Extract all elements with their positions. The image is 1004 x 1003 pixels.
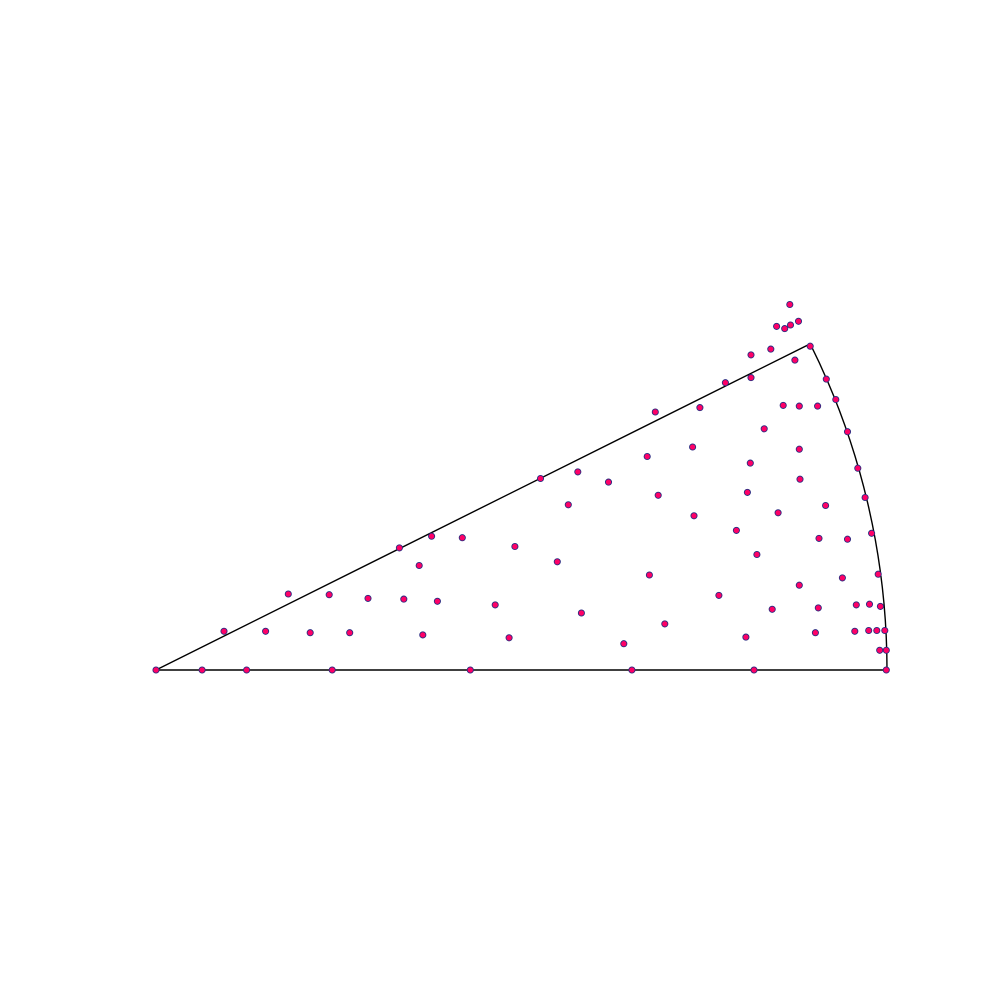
data-point <box>822 501 830 510</box>
data-point <box>643 452 651 461</box>
data-point <box>795 581 803 589</box>
data-point <box>654 491 662 499</box>
data-point <box>854 464 862 472</box>
data-point <box>874 570 882 578</box>
data-point <box>786 321 795 329</box>
data-point <box>838 574 846 582</box>
data-point <box>882 666 890 674</box>
data-point <box>458 534 466 542</box>
data-point <box>415 561 423 570</box>
data-point <box>742 633 750 641</box>
sector-boundary <box>155 342 888 671</box>
data-point <box>220 627 228 635</box>
data-point <box>325 591 333 599</box>
data-point <box>796 475 804 483</box>
data-point <box>795 445 803 453</box>
data-point <box>604 478 613 486</box>
data-point <box>620 640 628 648</box>
data-point <box>815 534 823 542</box>
data-point <box>791 356 799 364</box>
data-point <box>284 590 292 598</box>
data-point <box>428 532 436 540</box>
data-point <box>577 609 585 617</box>
data-point <box>774 509 782 517</box>
data-point <box>491 601 499 609</box>
data-points <box>152 300 890 674</box>
data-point <box>511 542 519 551</box>
data-point <box>876 602 884 610</box>
data-point <box>852 601 860 609</box>
data-point <box>152 666 160 674</box>
data-point <box>696 404 704 412</box>
data-point <box>564 501 572 509</box>
data-point <box>773 322 781 330</box>
data-point <box>743 488 751 496</box>
data-point <box>814 604 822 612</box>
data-point <box>832 395 840 404</box>
data-point <box>721 379 729 387</box>
data-point <box>553 558 561 566</box>
data-point <box>865 600 874 608</box>
data-point <box>419 631 427 639</box>
data-point <box>466 666 474 674</box>
data-point <box>814 402 822 410</box>
data-point <box>779 401 787 409</box>
data-point <box>262 627 270 635</box>
data-point <box>868 529 876 537</box>
data-point <box>746 459 754 467</box>
data-point <box>795 402 803 410</box>
data-point <box>747 374 755 382</box>
data-point <box>689 443 697 451</box>
data-point <box>536 474 545 483</box>
data-point <box>851 627 859 635</box>
data-point <box>328 666 336 674</box>
data-point <box>732 526 740 534</box>
data-point <box>661 620 669 628</box>
data-point <box>628 666 636 674</box>
data-point <box>400 595 408 603</box>
data-point <box>760 425 768 433</box>
data-point <box>433 597 441 605</box>
data-point <box>505 634 513 642</box>
data-point <box>690 512 698 520</box>
data-point <box>781 325 789 333</box>
data-point <box>753 550 761 559</box>
data-point <box>786 300 794 309</box>
data-point <box>747 351 755 359</box>
data-point <box>861 493 869 502</box>
data-point <box>881 626 889 635</box>
data-point <box>715 591 723 599</box>
data-point <box>243 666 251 674</box>
data-point <box>768 605 776 613</box>
data-point <box>865 626 873 635</box>
data-point <box>574 468 582 476</box>
data-point <box>806 342 814 350</box>
data-point <box>822 375 830 383</box>
data-point <box>843 428 852 436</box>
data-point <box>364 594 372 602</box>
data-point <box>645 571 653 579</box>
data-point <box>651 408 659 416</box>
data-point <box>395 544 403 552</box>
data-point <box>843 535 852 543</box>
data-point <box>794 317 803 325</box>
data-point <box>811 629 819 637</box>
data-point <box>346 629 354 637</box>
data-point <box>876 646 884 654</box>
data-point <box>882 646 890 654</box>
data-point <box>767 345 775 353</box>
data-point <box>198 666 206 674</box>
data-point <box>306 629 314 637</box>
data-point <box>750 666 758 674</box>
sector-outline <box>155 342 888 671</box>
data-point <box>873 626 881 635</box>
